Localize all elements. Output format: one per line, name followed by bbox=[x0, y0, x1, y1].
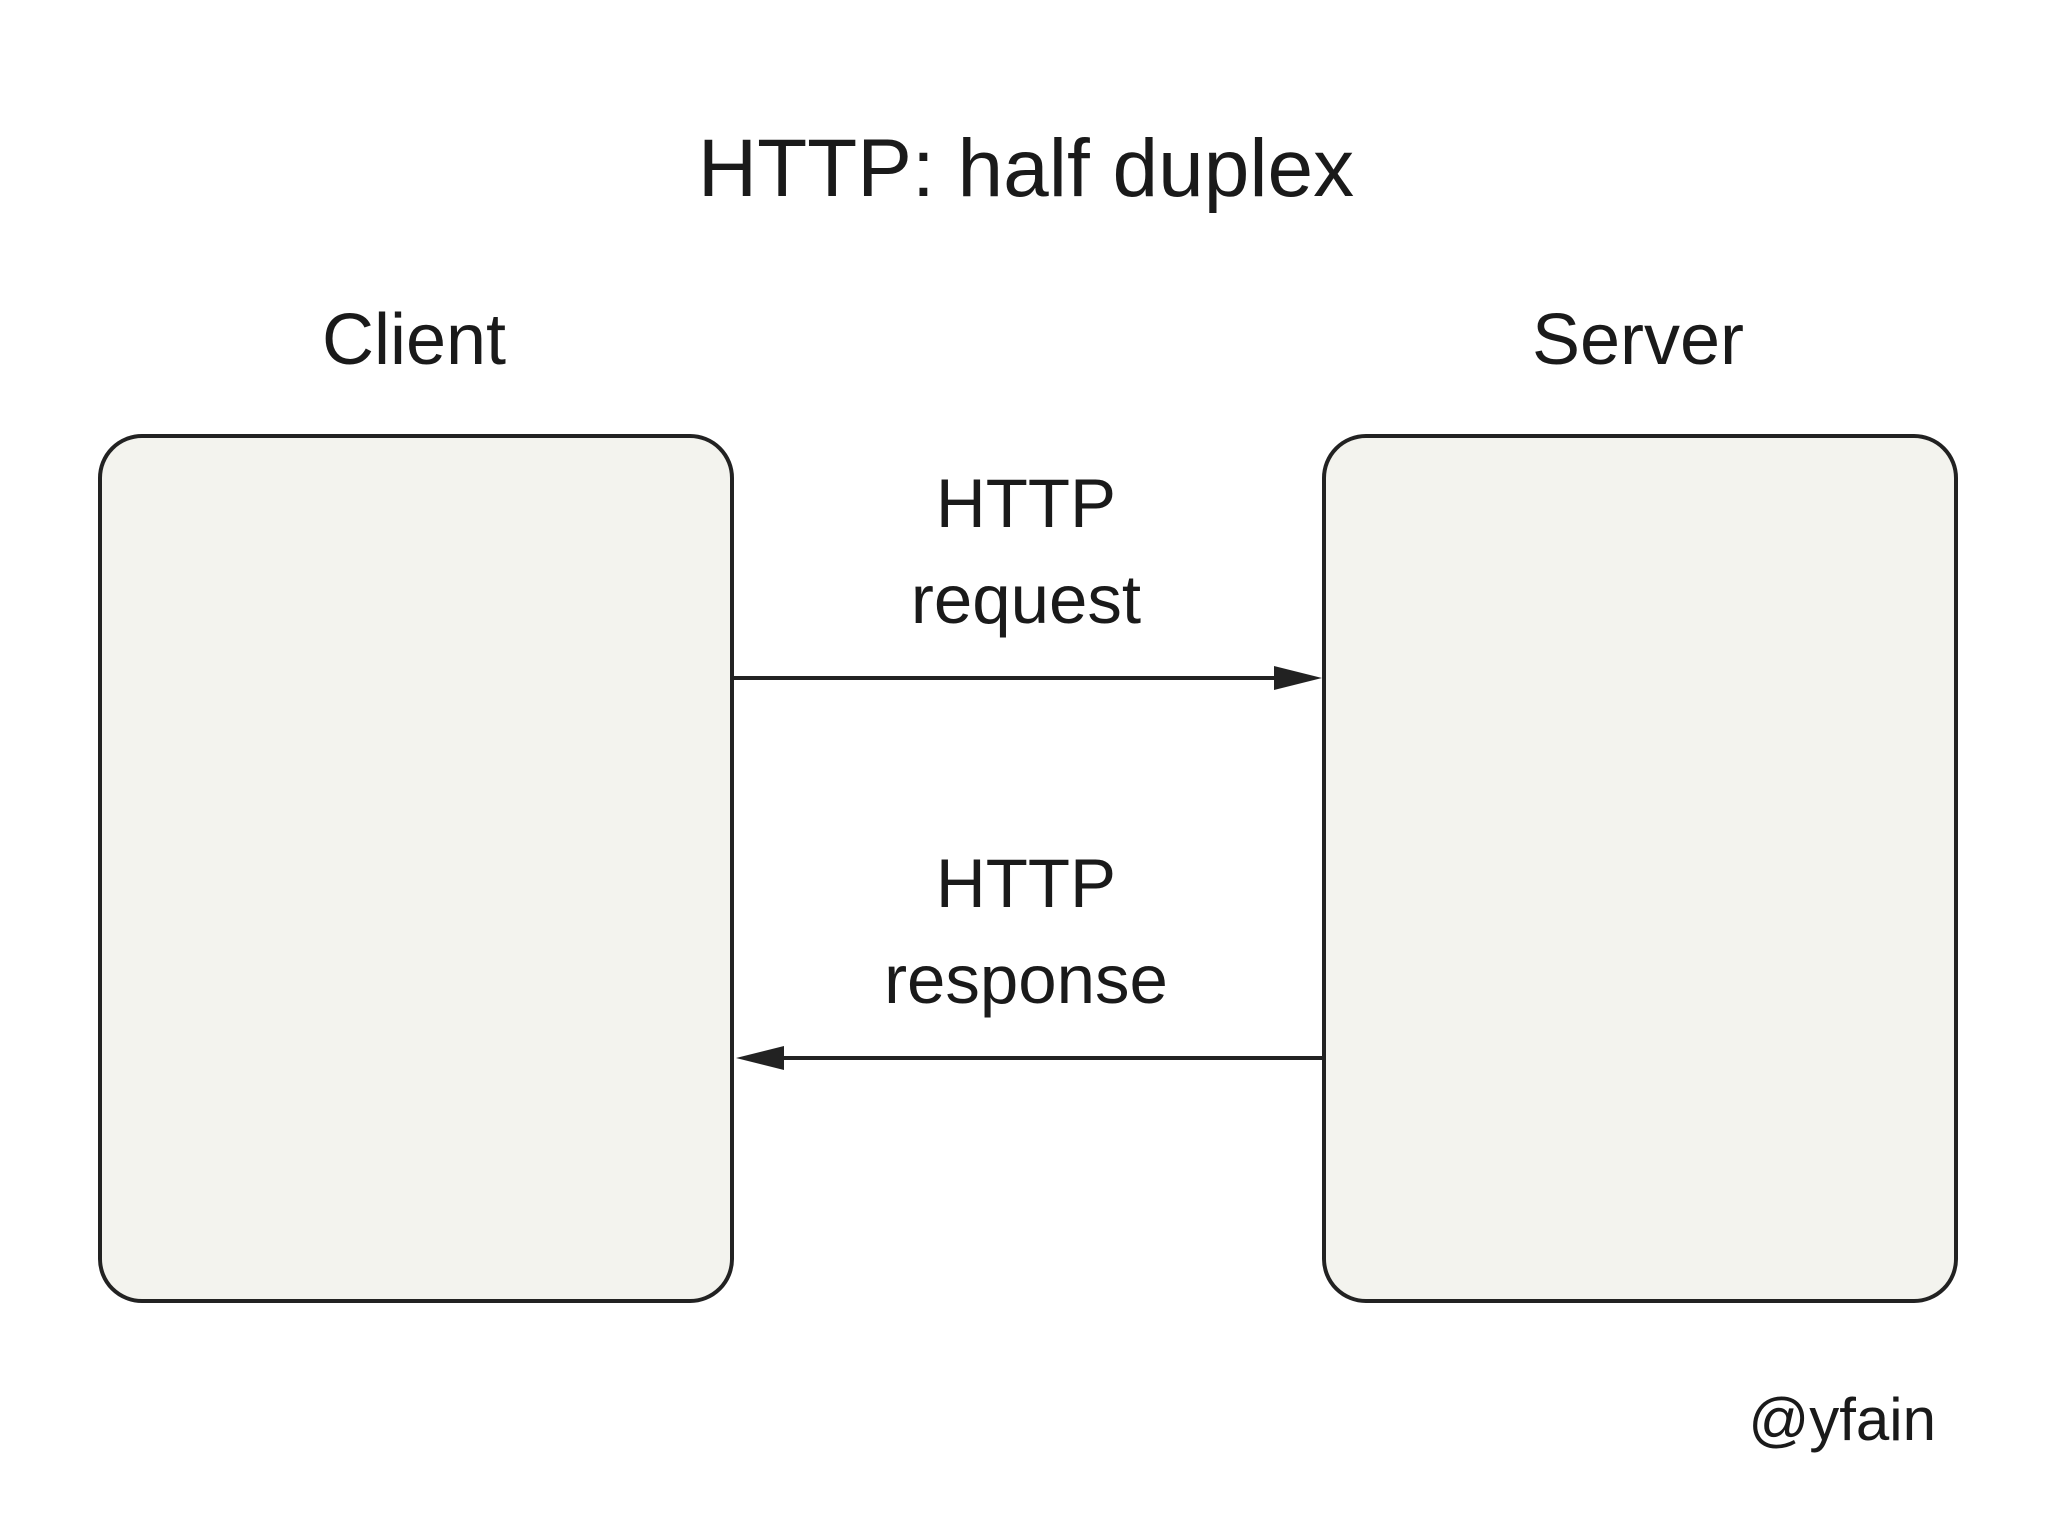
request-arrow bbox=[734, 666, 1322, 690]
client-label: Client bbox=[321, 300, 507, 380]
request-label: HTTP request bbox=[911, 456, 1141, 648]
request-label-line1: HTTP bbox=[935, 465, 1117, 542]
response-label: HTTP response bbox=[884, 836, 1168, 1028]
server-box bbox=[1322, 434, 1958, 1303]
author-credit: @yfain bbox=[1748, 1386, 1936, 1453]
diagram-title: HTTP: half duplex bbox=[697, 123, 1355, 214]
response-arrowhead-icon bbox=[736, 1046, 784, 1070]
server-label: Server bbox=[1531, 300, 1745, 380]
request-arrowhead-icon bbox=[1274, 666, 1322, 690]
response-label-line1: HTTP bbox=[935, 845, 1117, 922]
response-arrow bbox=[736, 1046, 1322, 1070]
client-box bbox=[98, 434, 734, 1303]
request-label-line2: request bbox=[910, 561, 1142, 638]
response-label-line2: response bbox=[884, 941, 1168, 1018]
